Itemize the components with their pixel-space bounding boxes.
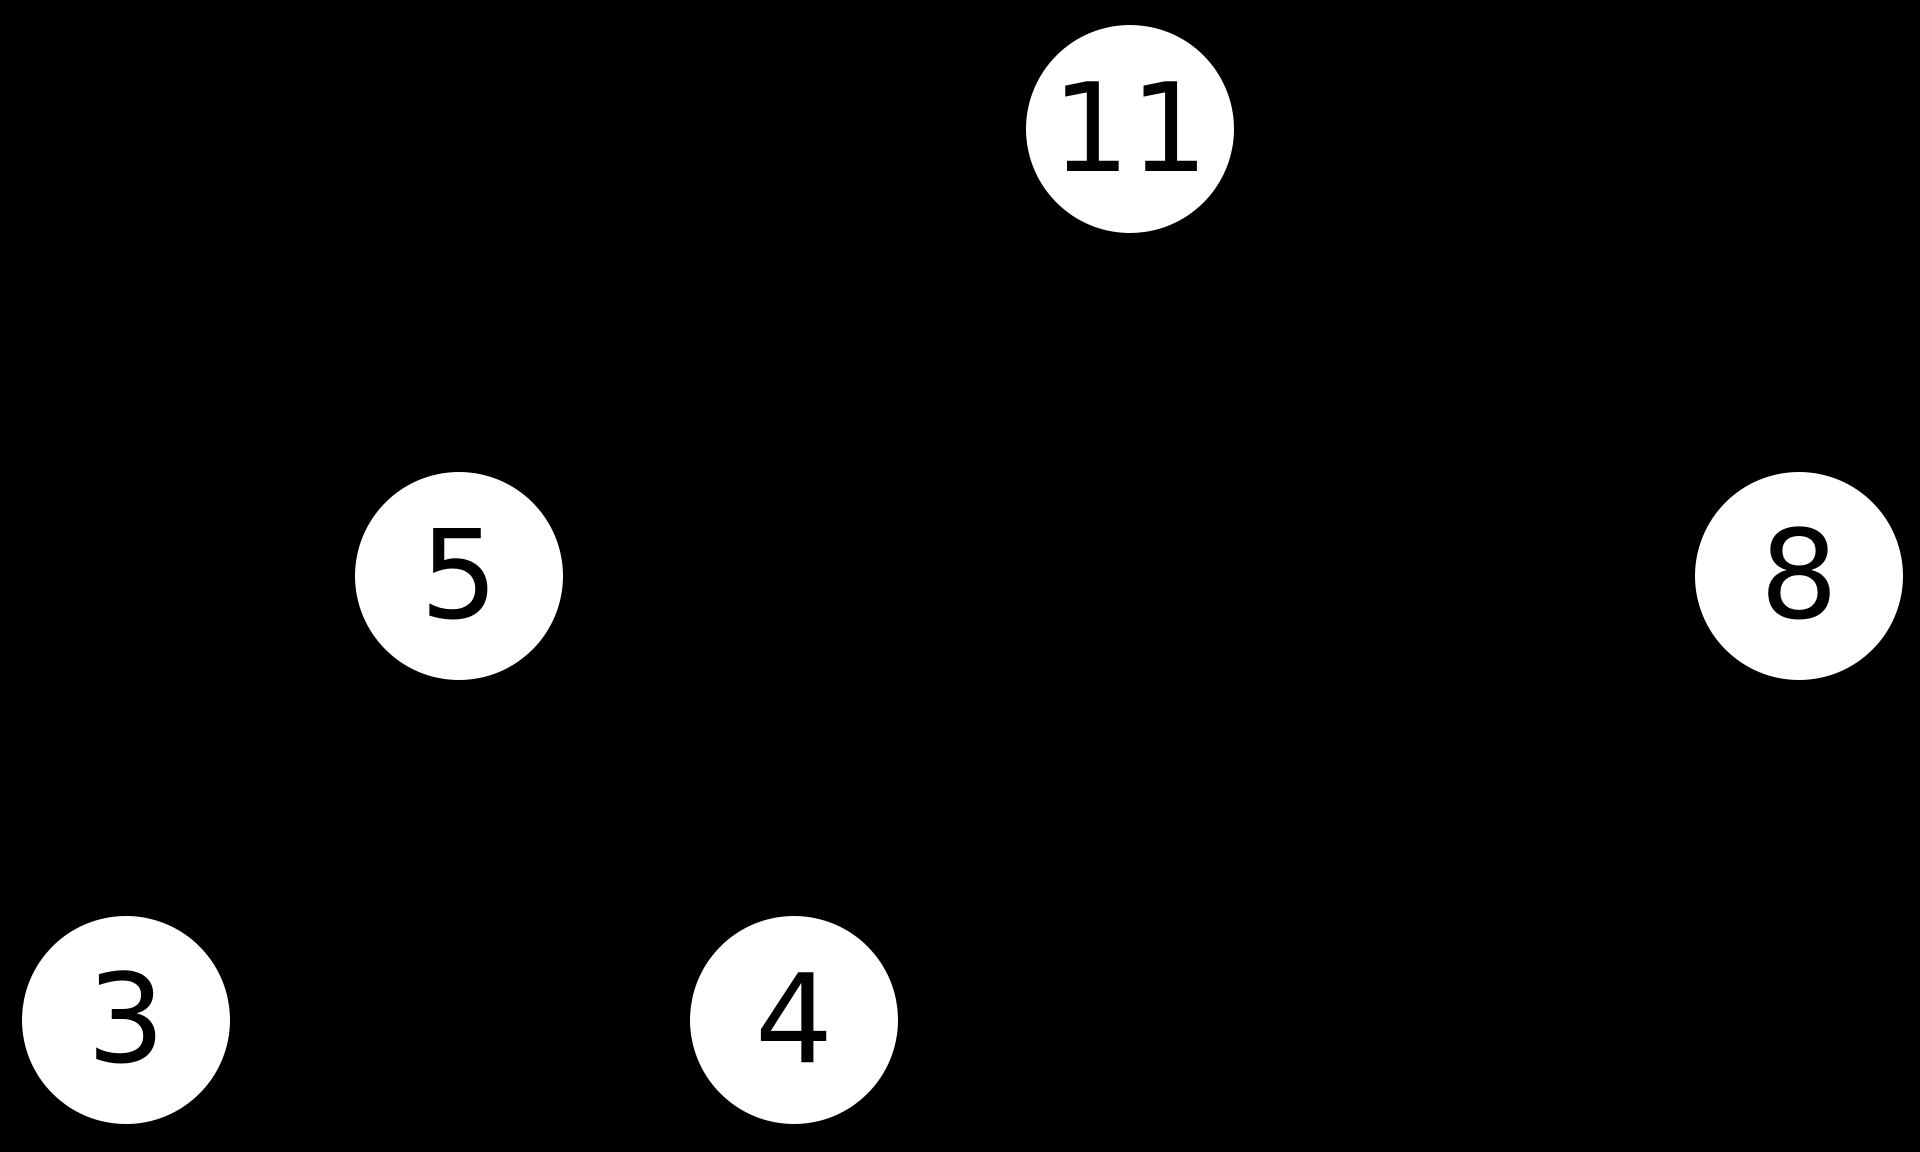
graph-node-4: 4	[690, 916, 898, 1124]
graph-node-8: 8	[1695, 472, 1903, 680]
graph-node-5: 5	[355, 472, 563, 680]
graph-node-3: 3	[22, 916, 230, 1124]
node-label: 4	[754, 948, 834, 1092]
node-label: 5	[419, 504, 499, 648]
node-label: 3	[86, 948, 166, 1092]
node-label: 8	[1759, 504, 1839, 648]
node-label: 11	[1051, 57, 1209, 201]
graph-node-11: 11	[1026, 25, 1234, 233]
